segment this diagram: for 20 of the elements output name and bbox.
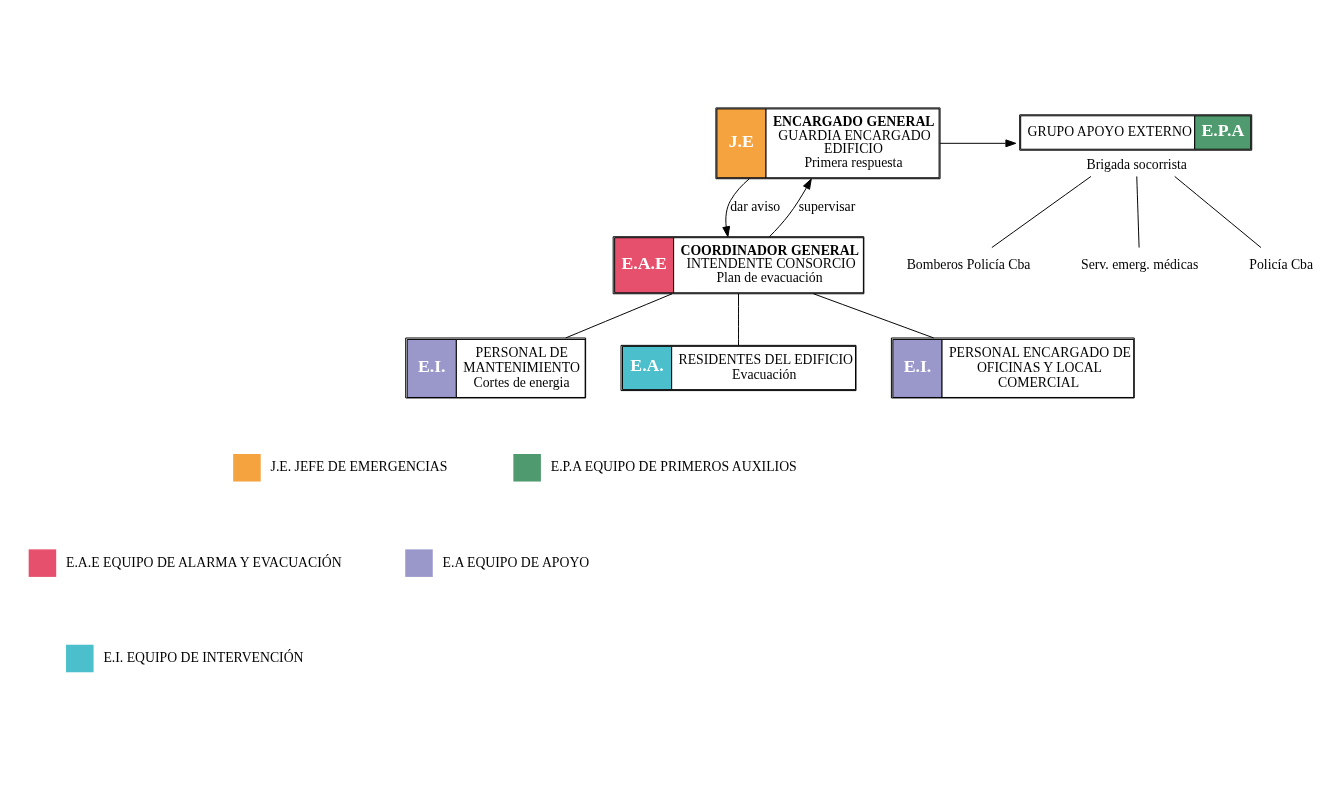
node-text: Bomberos Policía Cba [906, 256, 1031, 272]
node-label: Brigada socorrista [1086, 156, 1187, 172]
connector [738, 292, 739, 346]
connector [1136, 175, 1140, 248]
legend-label: J.E. JEFE DE EMERGENCIAS [270, 458, 448, 474]
legend-label: E.A.E EQUIPO DE ALARMA Y EVACUACIÓN [66, 554, 342, 570]
connector [813, 292, 935, 338]
connector [565, 292, 673, 338]
edge-label: dar aviso [730, 198, 781, 214]
arrow [722, 177, 750, 237]
node-text: Policía Cba [1249, 256, 1314, 272]
edge-label: supervisar [798, 198, 856, 214]
connector [1174, 175, 1262, 248]
arrow [939, 138, 1017, 147]
arrow [768, 178, 812, 237]
legend-label: E.I. EQUIPO DE INTERVENCIÓN [103, 649, 304, 665]
node-text: Serv. emerg. médicas [1081, 256, 1199, 272]
legend-label: E.A EQUIPO DE APOYO [442, 554, 590, 570]
legend-label: E.P.A EQUIPO DE PRIMEROS AUXILIOS [550, 458, 797, 474]
connector [991, 175, 1092, 248]
